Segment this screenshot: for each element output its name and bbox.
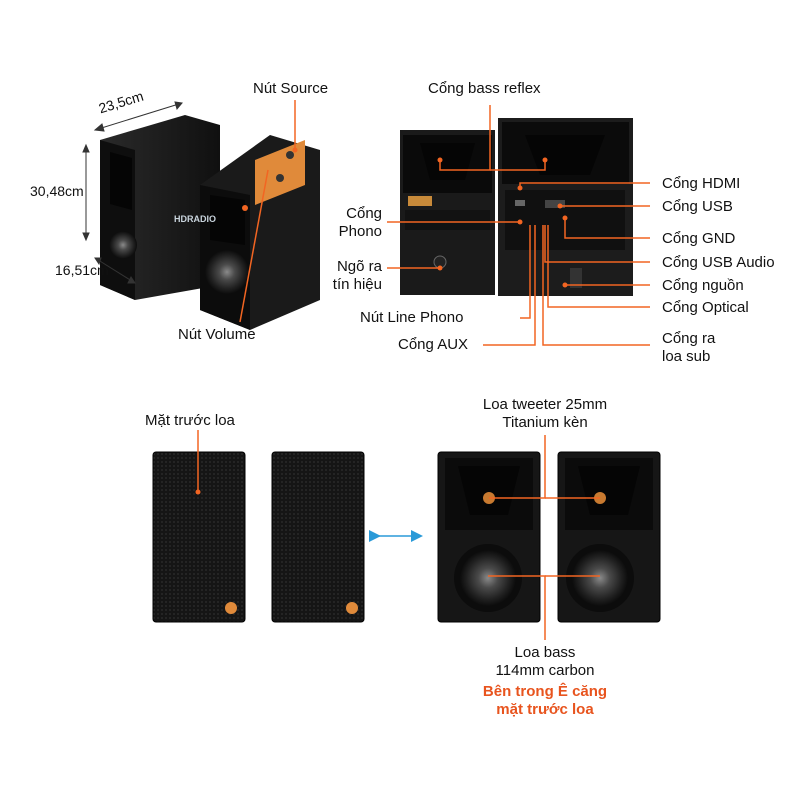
label-woofer-line1: Loa bass [514,644,576,661]
label-note-line1: Bên trong Ê căng [482,683,608,700]
label-signal-out-line1: Ngõ ra [336,258,382,275]
woofer-icon [572,550,628,606]
speaker-grille-left [152,451,246,623]
label-usb-audio-port: Cổng USB Audio [662,254,775,271]
woofer-icon [205,250,249,294]
label-woofer-line2: 114mm carbon [495,662,595,679]
label-phono-line2: Phono [338,223,382,240]
leader-lines-drivers [488,435,600,640]
speaker-3d-left [100,115,220,300]
label-phono: Cổng Phono [320,205,382,241]
speaker-grille-right [271,451,365,623]
label-usb-port: Cổng USB [662,198,733,215]
speaker-rear-right [498,118,633,296]
label-aux-port: Cổng AUX [398,336,469,353]
label-source-button: Nút Source [253,80,329,97]
logo-badge-icon [225,602,237,614]
dimension-depth: 16,51cm [55,262,109,278]
label-front-grille: Mặt trước loa [145,412,235,429]
label-line-phono-button: Nút Line Phono [360,309,464,326]
label-bass-reflex: Cổng bass reflex [428,80,541,97]
speaker-front-left [437,451,541,623]
woofer-icon [109,231,137,259]
dimension-height: 30,48cm [30,183,84,199]
label-gnd-port: Cổng GND [662,230,736,247]
leader-lines-front [239,100,296,323]
label-note: Bên trong Ê căng mặt trước loa [455,683,635,719]
label-signal-out-line2: tín hiệu [332,276,382,293]
source-knob-icon [286,151,294,159]
label-hdmi-port: Cổng HDMI [662,175,741,192]
dimension-lines [82,101,183,284]
speaker-3d-right [200,135,320,330]
label-woofer: Loa bass 114mm carbon [455,644,635,680]
woofer-icon [460,550,516,606]
label-tweeter: Loa tweeter 25mm Titanium kèn [455,396,635,432]
label-sub-out-line2: loa sub [662,348,711,365]
label-signal-out: Ngõ ra tín hiệu [320,258,382,294]
label-note-line2: mặt trước loa [496,701,594,718]
speaker-front-right [557,451,661,623]
watermark-brand: HDRADIO [174,214,216,224]
logo-badge-icon [346,602,358,614]
label-power-port: Cổng nguồn [662,277,744,294]
label-tweeter-line1: Loa tweeter 25mm [482,396,608,413]
label-sub-out: Cổng ra loa sub [662,330,715,366]
label-phono-line1: Cổng [346,205,382,222]
label-optical-port: Cổng Optical [662,299,749,316]
label-volume-button: Nút Volume [178,326,256,343]
label-tweeter-line2: Titanium kèn [502,414,588,431]
label-sub-out-line1: Cổng ra [662,330,716,347]
